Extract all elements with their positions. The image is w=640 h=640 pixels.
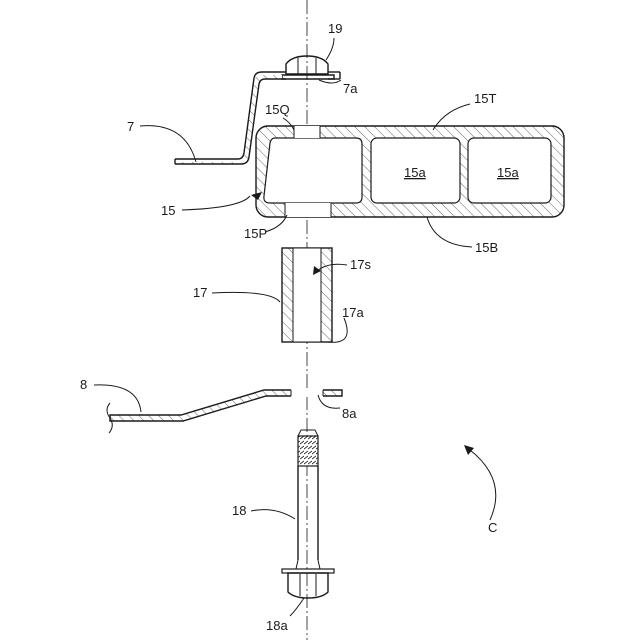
label-15: 15 xyxy=(161,203,175,218)
label-15a-2: 15a xyxy=(497,165,519,180)
bolt-18 xyxy=(282,430,334,598)
label-17: 17 xyxy=(193,285,207,300)
label-7: 7 xyxy=(127,119,134,134)
label-C: C xyxy=(488,520,497,535)
label-18a: 18a xyxy=(266,618,288,633)
collar-17 xyxy=(282,248,332,342)
label-8a: 8a xyxy=(342,406,357,421)
label-15T: 15T xyxy=(474,91,496,106)
label-15a-1: 15a xyxy=(404,165,426,180)
label-15P: 15P xyxy=(244,226,267,241)
label-15Q: 15Q xyxy=(265,102,290,117)
label-15B: 15B xyxy=(475,240,498,255)
label-19: 19 xyxy=(328,21,342,36)
arrow-C-icon xyxy=(464,445,474,455)
label-8: 8 xyxy=(80,377,87,392)
label-18: 18 xyxy=(232,503,246,518)
label-17s: 17s xyxy=(350,257,371,272)
label-17a: 17a xyxy=(342,305,364,320)
label-7a: 7a xyxy=(343,81,358,96)
